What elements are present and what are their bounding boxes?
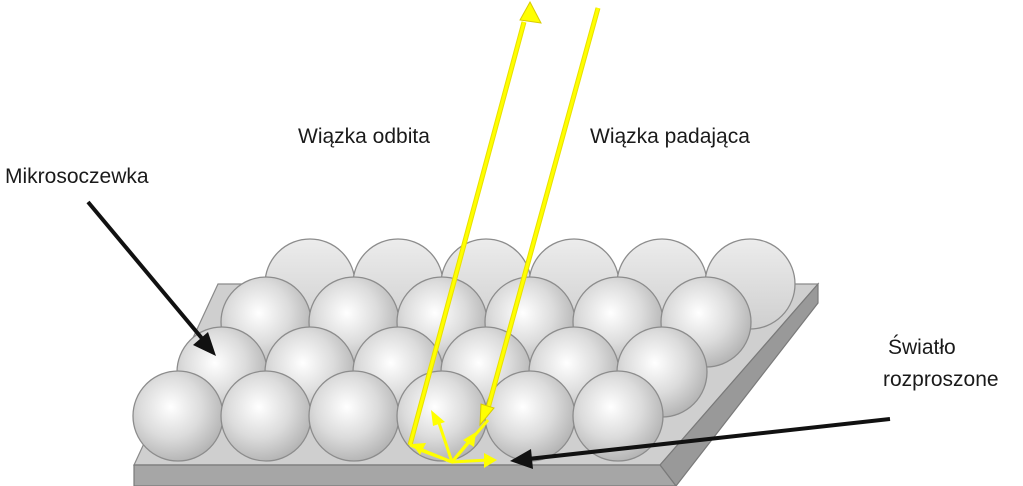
reflected-beam [407, 0, 542, 446]
microlens-sphere [484, 370, 576, 462]
microlens-array [132, 238, 796, 462]
scattered-light-pointer-arrow [510, 417, 891, 469]
microlens-sphere [572, 370, 664, 462]
scattered-light-label-line1: Światło [888, 335, 956, 359]
microlens-sphere [308, 370, 400, 462]
microlens-sphere [132, 370, 224, 462]
incident-beam [479, 7, 601, 427]
reflected-beam-label: Wiązka odbita [298, 125, 430, 148]
scattered-light-rays [409, 410, 497, 468]
microlens-label: Mikrosoczewka [5, 165, 149, 188]
incident-beam-label: Wiązka padająca [590, 125, 750, 148]
substrate-plate-side [659, 282, 819, 486]
scattered-light-label-line2: rozproszone [883, 368, 999, 391]
microlens-sphere [396, 370, 488, 462]
substrate-plate-front [133, 464, 677, 486]
microlens-pointer-arrow [86, 200, 216, 356]
microlens-sphere [220, 370, 312, 462]
